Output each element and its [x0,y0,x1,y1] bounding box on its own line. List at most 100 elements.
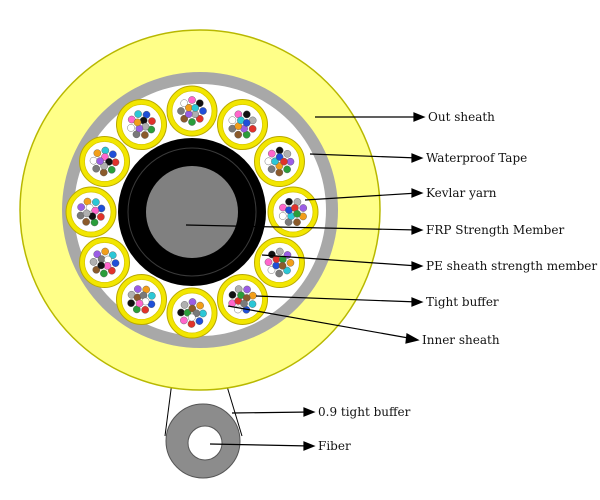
label-buffer-09: 0.9 tight buffer [318,405,411,419]
fiber-dot [243,285,251,294]
label-tight-buffer: Tight buffer [426,295,499,309]
fiber-dot [187,320,196,328]
fiber-dot [228,116,237,125]
leader-tight-buffer [255,295,419,303]
label-kevlar-yarn: Kevlar yarn [426,186,497,200]
fiber-dot [192,309,201,318]
tight-buffer-inner [222,104,263,145]
tight-buffer-inner [272,191,314,233]
tight-buffer-unit [267,186,319,238]
fiber-dot [82,209,91,218]
fiber-dot [191,104,200,112]
fiber-core [187,425,223,461]
fiber-dot [195,114,204,123]
fiber-dot [99,168,108,177]
fiber-dot [100,269,108,278]
fiber-dot [242,110,251,119]
fiber-dot [278,212,287,220]
tight-buffer-unit [217,99,268,151]
fiber-dot [82,218,90,226]
fiber-dot [293,218,301,227]
fiber-dot [127,124,135,132]
fiber-dot [127,299,135,307]
fiber-dot [77,203,85,211]
tight-buffer-unit [79,237,131,288]
fiber-dot [141,306,149,314]
fiber-dot [283,150,292,158]
tight-buffer-unit [253,136,305,187]
tight-buffer-unit [116,273,167,325]
fiber-dot [199,309,207,318]
fiber-dot [187,313,196,322]
fiber-dot [275,168,284,177]
fiber-dot [92,164,101,173]
fiber-dot [195,99,204,108]
tight-buffer-unit [116,99,167,151]
fiber-dot [180,316,188,325]
tight-buffer-inner [70,191,112,233]
tight-buffer-unit [166,85,218,137]
fiber-dot [275,146,284,155]
fiber-dot [135,299,144,308]
fiber-dot [101,146,110,155]
fiber-dot [104,255,112,264]
fiber-dot [285,197,293,206]
fiber-dot [97,261,105,270]
arrow-inner-sheath [405,333,420,344]
fiber-dot [183,308,192,317]
fiber-dot [134,110,142,118]
label-out-sheath: Out sheath [428,110,495,124]
fiber-dot [240,299,248,308]
fiber-dot [141,131,149,139]
fiber-dot [280,157,288,166]
fiber-dot [188,304,197,313]
fiber-dot [148,291,156,300]
fiber-dot [111,259,120,267]
fiber-dot [267,266,276,274]
fiber-dot [286,259,295,267]
fiber-dot [108,266,116,275]
leader-fiber [209,443,311,447]
tight-buffer-unit [65,186,117,238]
leader-pe-sheath [261,254,419,267]
fiber-dot [93,149,102,157]
fiber-dot [267,165,276,173]
tight-buffer-inner [222,279,263,320]
fiber-dot [134,285,142,293]
fiber-dot [108,251,117,259]
frp-strength-member [146,166,238,258]
leader-lines [185,112,426,451]
fiber-dot [180,301,189,309]
fiber-dot [111,158,120,167]
label-waterproof-tape: Waterproof Tape [426,151,527,165]
fiber-dot [89,258,98,266]
fiber-dot [248,125,257,133]
fiber-dot [97,213,105,221]
fiber-dot [195,317,204,325]
arrow-buffer-09 [303,407,316,417]
fiber-dot [196,301,204,310]
leader-frp-member [185,224,419,231]
fiber-dot [248,300,257,308]
fiber-dot [293,210,301,218]
tight-buffer-inner [121,104,162,145]
fiber-dot [275,269,283,278]
tight-buffer-inner [121,279,162,320]
tight-buffer-unit [79,136,131,187]
fiber-dot [180,99,189,108]
tight-buffer-unit [253,237,305,288]
fiber-dot [283,266,291,275]
fiber-dot [242,119,251,127]
fiber-dot [264,157,273,166]
arrow-kevlar-yarn [411,188,424,198]
arrow-waterproof-tape [411,153,424,163]
fiber-dot [275,247,284,256]
leader-waterproof-tape [309,153,419,159]
arrow-tight-buffer [411,297,424,307]
fiber-dot [264,258,273,266]
fiber-dot [93,250,102,259]
arrow-pe-sheath [411,261,424,271]
fiber-dot [100,162,108,170]
fiber-dot [278,262,287,270]
fiber-dot [103,262,112,270]
